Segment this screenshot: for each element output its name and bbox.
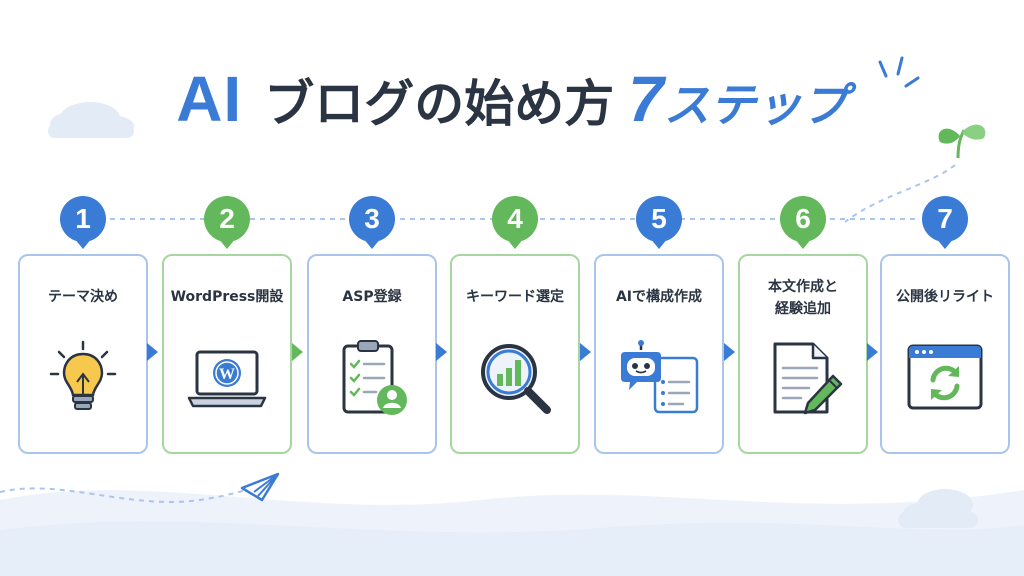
step-label: ASP登録: [342, 289, 402, 305]
cloud-right-icon: [898, 489, 978, 528]
step-number-badge: 1: [60, 196, 106, 249]
step-label: 公開後リライト: [896, 289, 994, 305]
svg-text:W: W: [219, 366, 235, 383]
step-card: キーワード選定: [450, 254, 580, 454]
flow-arrow-icon: [580, 343, 591, 361]
step-6: 6 本文作成と 経験追加: [738, 196, 868, 454]
flow-arrow-icon: [867, 343, 878, 361]
sprout-icon: [938, 124, 986, 159]
step-label: 本文作成と 経験追加: [740, 276, 866, 320]
step-5: 5 AIで構成作成: [594, 196, 724, 454]
step-label: WordPress開設: [170, 289, 284, 305]
step-number-badge: 7: [922, 196, 968, 249]
paper-plane-icon: [240, 472, 280, 502]
title-main: ブログの始め方: [264, 75, 615, 133]
wordpress-laptop-icon: W: [187, 350, 267, 408]
step-3: 3 ASP登録: [307, 196, 437, 454]
document-pen-icon: [773, 342, 843, 415]
sparkle-icon: [878, 56, 920, 88]
step-card: 本文作成と 経験追加: [738, 254, 868, 454]
browser-refresh-icon: [907, 344, 983, 410]
title-number: 7: [628, 63, 664, 135]
step-number-badge: 4: [492, 196, 538, 249]
step-7: 7 公開後リライト: [880, 196, 1010, 454]
flow-arrow-icon: [292, 343, 303, 361]
step-card: AIで構成作成: [594, 254, 724, 454]
step-label: AIで構成作成: [615, 289, 703, 305]
title-ai: AI: [176, 63, 243, 135]
step-label: キーワード選定: [466, 289, 564, 305]
step-number-badge: 5: [636, 196, 682, 249]
step-card: ASP登録: [307, 254, 437, 454]
flow-arrow-icon: [436, 343, 447, 361]
step-number-badge: 2: [204, 196, 250, 249]
step-label: テーマ決め: [48, 289, 118, 305]
step-card: WordPress開設 W: [162, 254, 292, 454]
magnifier-chart-icon: [481, 344, 551, 414]
cloud-left-icon: [48, 102, 134, 138]
step-1: 1 テーマ決め: [18, 196, 148, 454]
step-card: テーマ決め: [18, 254, 148, 454]
step-number-badge: 3: [349, 196, 395, 249]
step-card: 公開後リライト: [880, 254, 1010, 454]
flow-arrow-icon: [147, 343, 158, 361]
step-number-badge: 6: [780, 196, 826, 249]
step-label-line1: 本文作成と: [768, 279, 838, 295]
step-4: 4 キーワード選定: [450, 196, 580, 454]
lightbulb-icon: [49, 340, 117, 410]
robot-list-icon: [621, 340, 699, 414]
title-steps-word: ステップ: [663, 78, 848, 132]
step-2: 2 WordPress開設 W: [162, 196, 292, 454]
clipboard-user-icon: [342, 340, 407, 415]
step-label-line2: 経験追加: [775, 301, 831, 317]
flow-arrow-icon: [724, 343, 735, 361]
